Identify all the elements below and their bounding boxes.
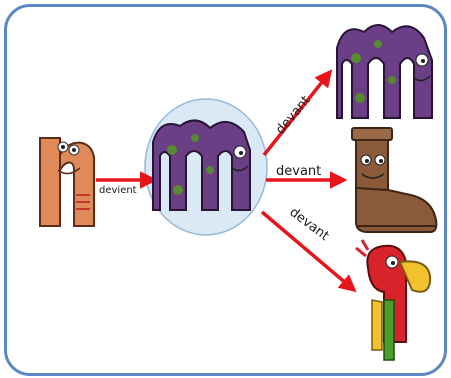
parrot-character-icon <box>355 239 432 361</box>
letter-m-monster-result-icon <box>336 24 433 119</box>
arrow-devient-label: devient <box>99 185 137 196</box>
boot-character-icon <box>351 127 438 233</box>
letter-n-monster-icon <box>39 137 95 227</box>
letter-m-monster-icon <box>152 119 251 211</box>
arrow-devant-top <box>262 69 333 157</box>
arrow-devant-bottom <box>260 210 357 293</box>
arrow-devant-middle-label: devant <box>276 164 321 179</box>
arrow-devant-top-label: devant <box>273 93 314 137</box>
